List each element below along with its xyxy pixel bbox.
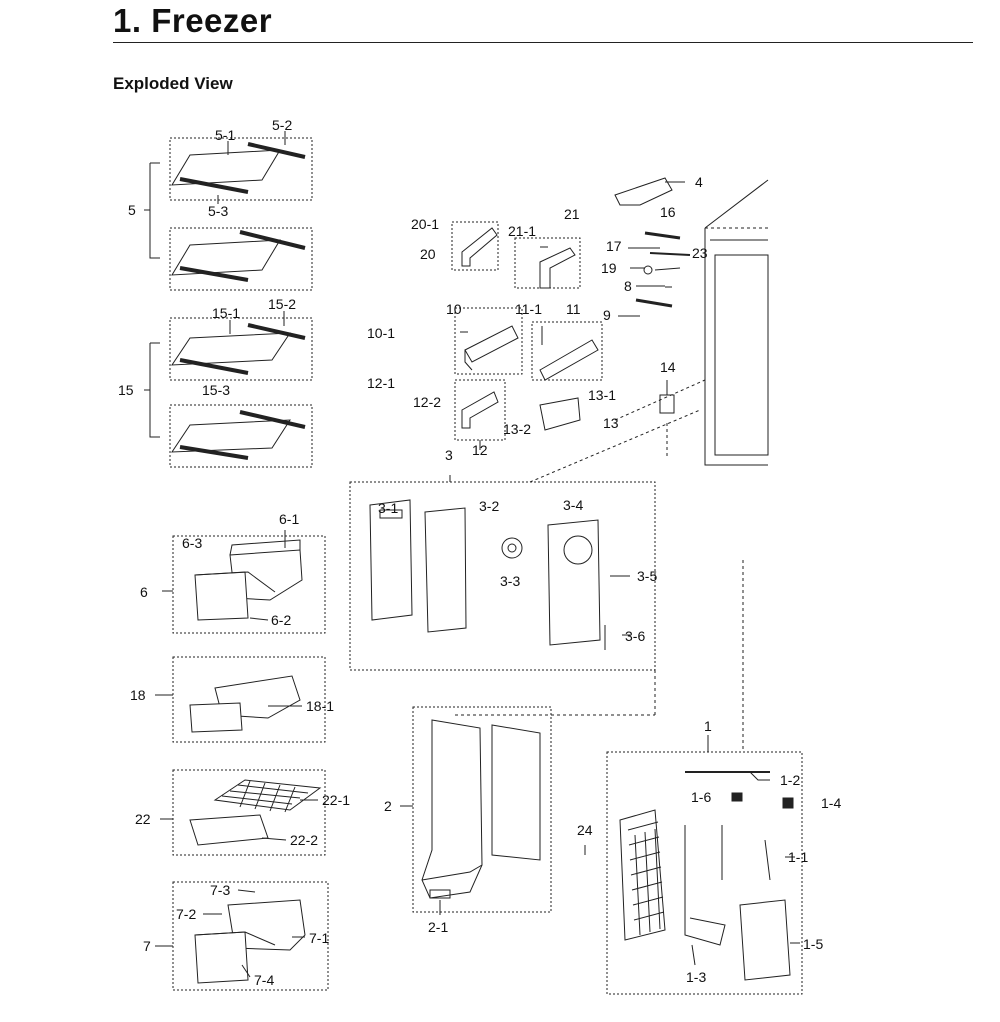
label-22-1: 22-1: [322, 792, 350, 808]
label-15-2: 15-2: [268, 296, 296, 312]
label-13: 13: [603, 415, 619, 431]
shelf-15-illustration: [144, 311, 313, 468]
label-18-1: 18-1: [306, 698, 334, 714]
label-6-3: 6-3: [182, 535, 202, 551]
label-5-1: 5-1: [215, 127, 235, 143]
hinge-parts-illustration: [451, 177, 691, 457]
title-rule: [113, 42, 973, 43]
label-12: 12: [472, 442, 488, 458]
label-6-1: 6-1: [279, 511, 299, 527]
label-1-1: 1-1: [788, 849, 808, 865]
label-2: 2: [384, 798, 392, 814]
label-5-3: 5-3: [208, 203, 228, 219]
label-5: 5: [128, 202, 136, 218]
label-15: 15: [118, 382, 134, 398]
assembly-2-illustration: [400, 706, 552, 915]
label-12-1: 12-1: [367, 375, 395, 391]
label-3-5: 3-5: [637, 568, 657, 584]
label-20: 20: [420, 246, 436, 262]
label-15-3: 15-3: [202, 382, 230, 398]
label-21: 21: [564, 206, 580, 222]
label-22-2: 22-2: [290, 832, 318, 848]
label-3-3: 3-3: [500, 573, 520, 589]
label-1-6: 1-6: [691, 789, 711, 805]
evaporator-assembly-1-illustration: [584, 560, 803, 995]
cover-assembly-3-illustration: [349, 475, 656, 716]
label-6-2: 6-2: [271, 612, 291, 628]
label-10-1: 10-1: [367, 325, 395, 341]
label-1-2: 1-2: [780, 772, 800, 788]
label-24: 24: [577, 822, 593, 838]
label-17: 17: [606, 238, 622, 254]
label-23: 23: [692, 245, 708, 261]
section-subtitle: Exploded View: [113, 74, 233, 93]
label-1-4: 1-4: [821, 795, 841, 811]
label-19: 19: [601, 260, 617, 276]
label-13-2: 13-2: [503, 421, 531, 437]
label-11-1: 11-1: [515, 301, 542, 317]
label-16: 16: [660, 204, 676, 220]
label-3-6: 3-6: [625, 628, 645, 644]
label-20-1: 20-1: [411, 216, 439, 232]
label-13-1: 13-1: [588, 387, 616, 403]
label-7: 7: [143, 938, 151, 954]
label-14: 14: [660, 359, 676, 375]
cabinet-illustration: [529, 179, 769, 483]
label-5-2: 5-2: [272, 117, 292, 133]
part-labels: 5 5-1 5-2 5-3 15 15-1 15-2 15-3 6 6-1 6-…: [118, 117, 841, 988]
label-3-1: 3-1: [378, 500, 398, 516]
label-9: 9: [603, 307, 611, 323]
label-12-2: 12-2: [413, 394, 441, 410]
label-7-4: 7-4: [254, 972, 274, 988]
page-title: 1. Freezer: [113, 2, 273, 39]
label-1-3: 1-3: [686, 969, 706, 985]
label-22: 22: [135, 811, 151, 827]
label-3-4: 3-4: [563, 497, 583, 513]
label-18: 18: [130, 687, 146, 703]
drawer-6-illustration: [162, 530, 326, 634]
tray-22-illustration: [160, 769, 326, 856]
label-21-1: 21-1: [508, 223, 536, 239]
label-4: 4: [695, 174, 703, 190]
label-15-1: 15-1: [212, 305, 240, 321]
label-7-1: 7-1: [309, 930, 329, 946]
shelf-5-illustration: [144, 131, 313, 291]
bin-7-illustration: [155, 881, 329, 991]
label-2-1: 2-1: [428, 919, 448, 935]
label-10: 10: [446, 301, 462, 317]
label-8: 8: [624, 278, 632, 294]
label-3: 3: [445, 447, 453, 463]
label-7-2: 7-2: [176, 906, 196, 922]
label-1: 1: [704, 718, 712, 734]
label-6: 6: [140, 584, 148, 600]
bin-18-illustration: [155, 656, 326, 743]
label-1-5: 1-5: [803, 936, 823, 952]
label-11: 11: [566, 301, 581, 317]
label-3-2: 3-2: [479, 498, 499, 514]
label-7-3: 7-3: [210, 882, 230, 898]
